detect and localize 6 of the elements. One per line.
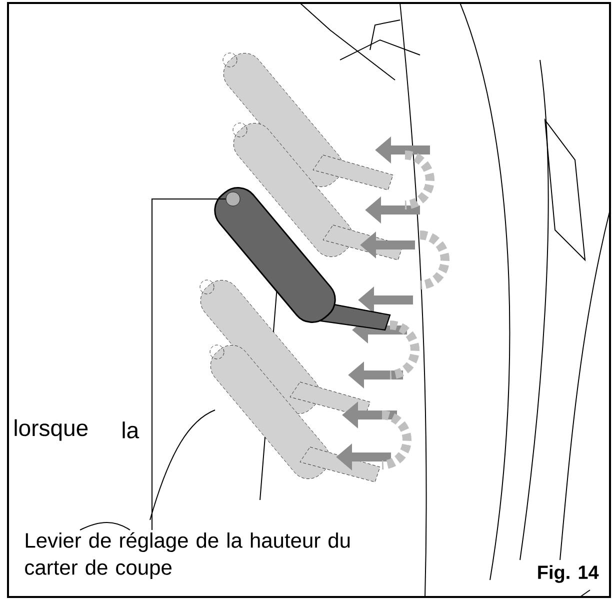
callout-label: Levier de réglage de la hauteur du carter de coupe [25, 532, 350, 580]
figure-number: Fig. 14 [538, 565, 599, 583]
lever-drawing [214, 187, 391, 331]
body-text: la [122, 422, 140, 438]
body-text: lorsque [14, 419, 88, 441]
leader-line [152, 198, 226, 530]
